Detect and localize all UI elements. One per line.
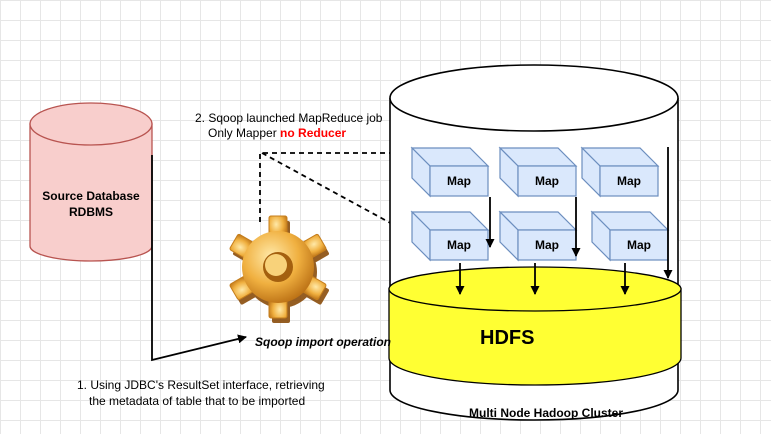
mapper-node: Map xyxy=(580,146,660,198)
mapper-node: Map xyxy=(410,146,490,198)
db-to-sqoop-connector xyxy=(151,155,247,362)
mapper-node: Map xyxy=(410,210,490,262)
step1-label-line2: the metadata of table that to be importe… xyxy=(89,394,306,408)
no-reducer-highlight: no Reducer xyxy=(280,126,347,140)
step2-label-prefix: Only Mapper xyxy=(208,126,281,140)
mapper-node: Map xyxy=(498,146,578,198)
source-database-title: Source Database xyxy=(42,189,140,203)
mapper-label: Map xyxy=(535,174,559,188)
step2-label-line2: Only Mapper no Reducer xyxy=(208,126,346,140)
mapper-label: Map xyxy=(447,238,471,252)
mapper-label: Map xyxy=(627,238,651,252)
step1-label-line1: 1. Using JDBC's ResultSet interface, ret… xyxy=(77,378,325,392)
mapper-label: Map xyxy=(447,174,471,188)
mapper-to-hdfs-arrows xyxy=(455,147,673,295)
mapper-label: Map xyxy=(617,174,641,188)
source-database-cylinder xyxy=(29,102,153,262)
hdfs-label: HDFS xyxy=(480,327,535,349)
gear-icon xyxy=(229,215,329,323)
mapper-node: Map xyxy=(498,210,578,262)
mapper-label: Map xyxy=(535,238,559,252)
step2-label-line1: 2. Sqoop launched MapReduce job xyxy=(195,111,383,125)
sqoop-import-label: Sqoop import operation xyxy=(255,335,391,349)
source-database-subtitle: RDBMS xyxy=(69,205,113,219)
mapper-node: Map xyxy=(590,210,670,262)
cluster-label: Multi Node Hadoop Cluster xyxy=(469,406,623,420)
